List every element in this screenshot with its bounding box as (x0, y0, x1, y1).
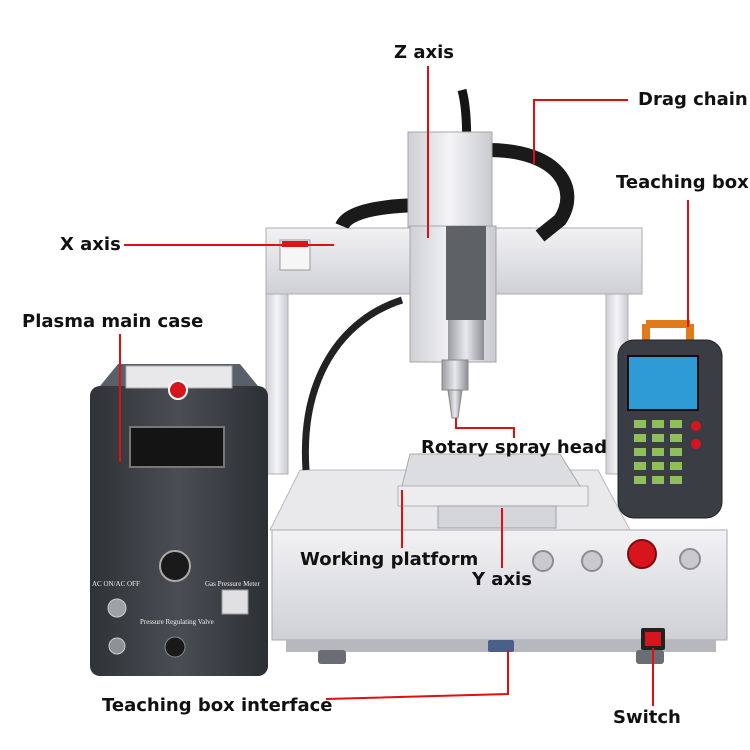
case-valve-text: Pressure Regulating Valve (140, 618, 214, 626)
working-platform (397, 453, 589, 529)
machine-base (269, 469, 728, 664)
z-axis-column (407, 131, 497, 419)
teaching-box-port (488, 640, 514, 652)
label-plasma-main-case: Plasma main case (22, 311, 204, 332)
case-power-text: AC ON/AC OFF (92, 580, 140, 588)
label-teaching-box: Teaching box (616, 172, 749, 193)
power-switch (645, 632, 661, 646)
plasma-case (90, 364, 268, 676)
label-x-axis: X axis (60, 234, 121, 255)
label-z-axis: Z axis (394, 42, 454, 63)
emergency-stop-button (627, 539, 657, 569)
label-rotary-spray-head: Rotary spray head (421, 437, 607, 458)
label-drag-chain: Drag chain (638, 89, 748, 110)
teaching-pendant (617, 320, 723, 519)
label-y-axis: Y axis (472, 569, 532, 590)
spray-nozzle (447, 389, 463, 419)
label-switch: Switch (613, 707, 681, 728)
label-working-platform: Working platform (300, 549, 479, 570)
leader-lines (119, 66, 689, 706)
drag-chain (487, 143, 575, 242)
case-gauge-text: Gas Pressure Meter (205, 580, 260, 588)
label-teaching-box-interface: Teaching box interface (102, 695, 333, 716)
